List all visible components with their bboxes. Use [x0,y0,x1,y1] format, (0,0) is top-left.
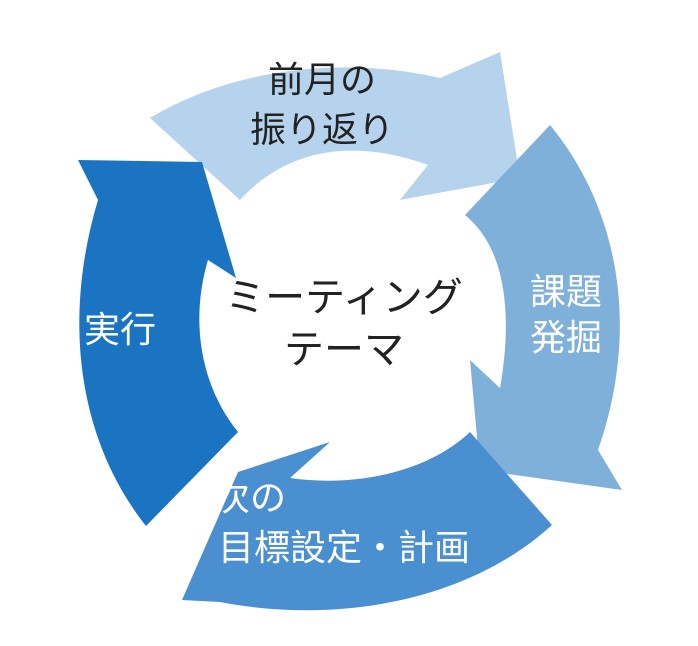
center-title-line1: ミーティング [225,275,463,321]
arrow-execution [78,160,238,526]
label-reflection-line2: 振り返り [250,110,394,151]
label-issue-line2: 発掘 [530,318,602,359]
label-issue-line1: 課題 [530,272,602,313]
arrow-next-goal [182,432,552,611]
arrow-reflection [150,52,520,200]
arrow-issue-discovery [465,125,622,490]
label-goal-line2: 目標設定・計画 [218,528,470,569]
label-goal-line1: 次の [214,478,286,519]
center-title-line2: テーマ [284,327,404,373]
label-reflection-line1: 前月の [268,60,376,101]
label-execution: 実行 [84,310,156,351]
